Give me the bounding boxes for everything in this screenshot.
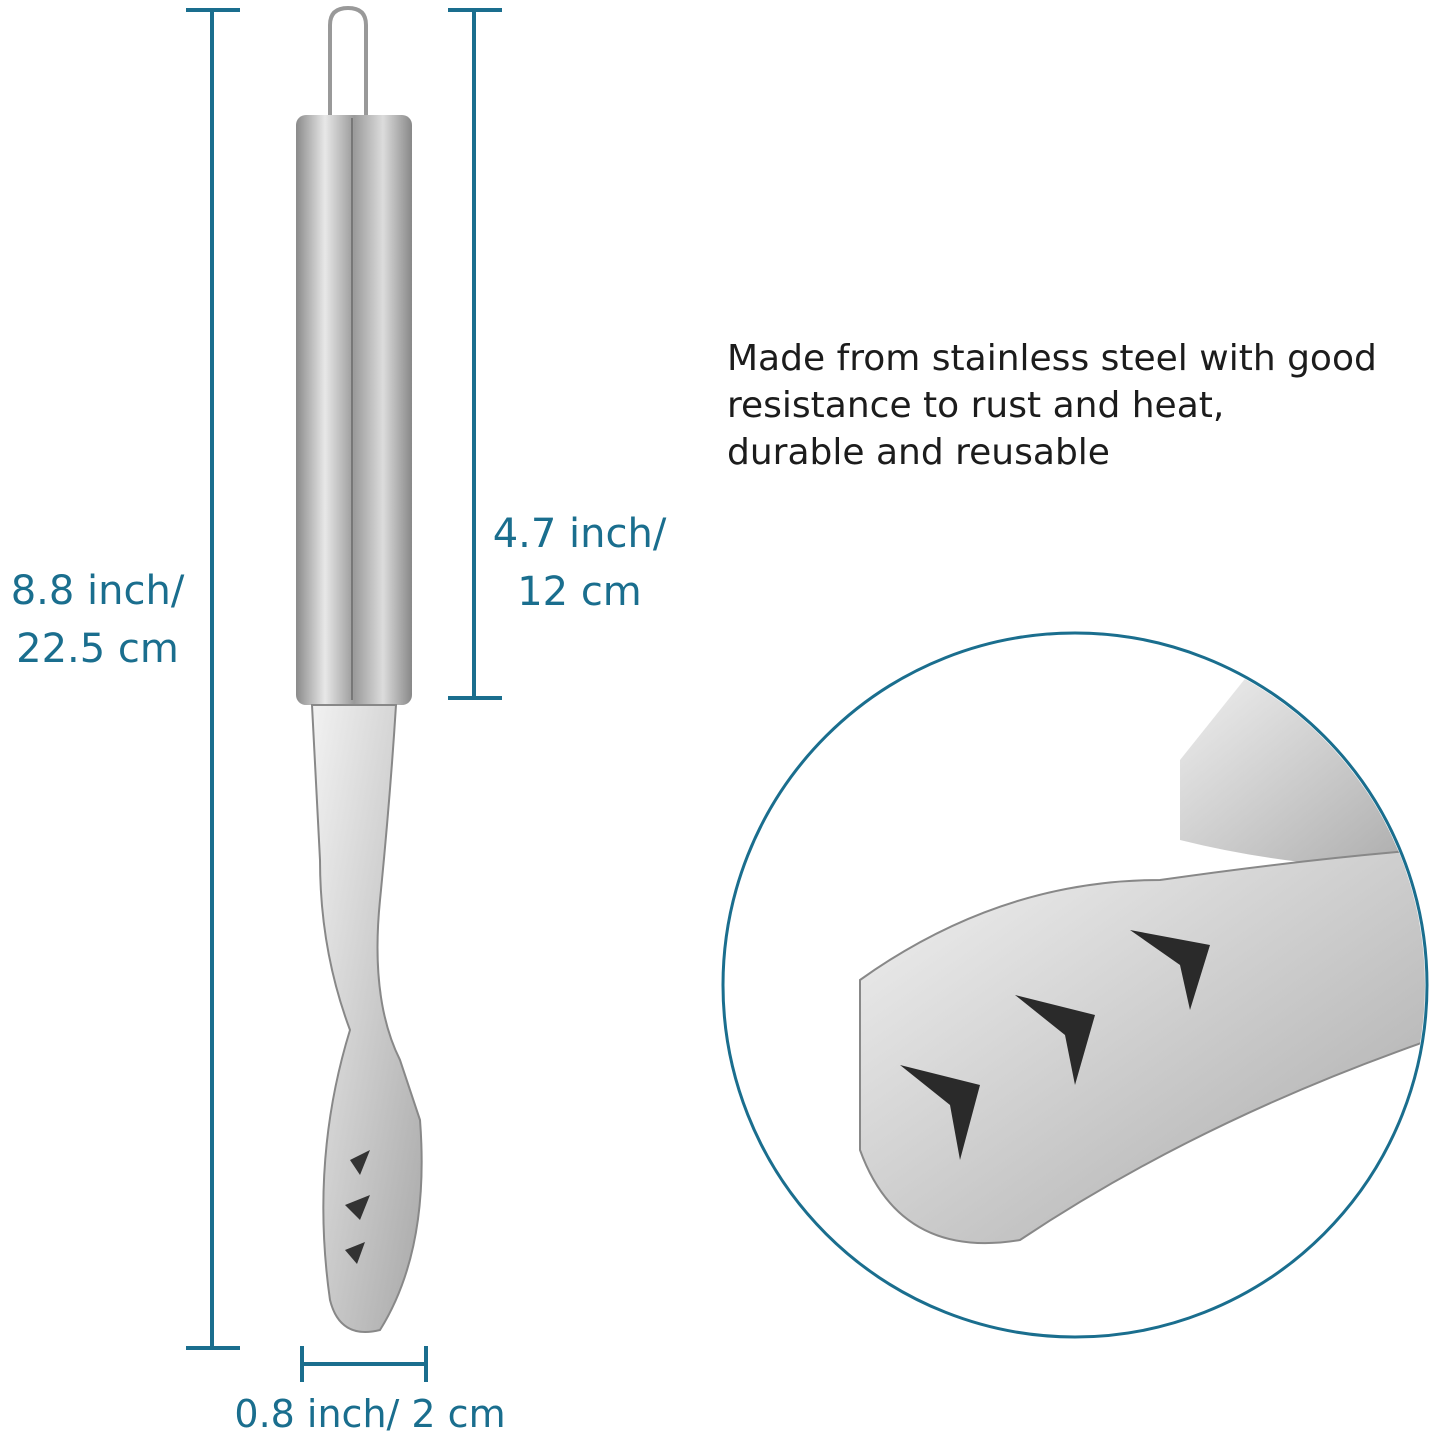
- product-description: Made from stainless steel with good resi…: [727, 335, 1377, 476]
- total-length-cm: 22.5 cm: [16, 626, 179, 672]
- total-length-inch: 8.8 inch/: [10, 568, 185, 614]
- dimension-line-handle: [448, 8, 502, 700]
- handle-length-inch: 4.7 inch/: [492, 511, 667, 557]
- description-line: durable and reusable: [727, 432, 1110, 473]
- dimension-line-tip: [300, 1346, 428, 1382]
- corer-tool: [296, 5, 423, 1333]
- tip-width-label: 0.8 inch/ 2 cm: [234, 1392, 506, 1436]
- description-line: resistance to rust and heat,: [727, 385, 1225, 426]
- handle-length-label: 4.7 inch/ 12 cm: [482, 505, 677, 621]
- description-line: Made from stainless steel with good: [727, 338, 1377, 379]
- zoom-detail-circle: [721, 631, 1429, 1339]
- handle-length-cm: 12 cm: [517, 569, 642, 615]
- dimension-line-total: [186, 8, 240, 1350]
- total-length-label: 8.8 inch/ 22.5 cm: [0, 562, 195, 678]
